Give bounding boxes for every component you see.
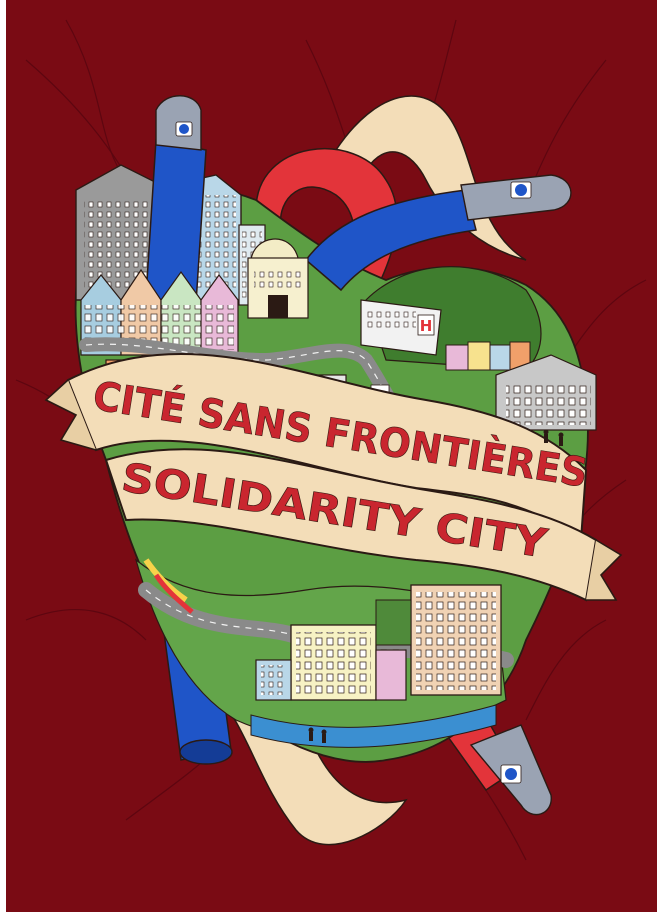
domed-building <box>247 238 309 319</box>
poster-artwork: H H <box>6 0 657 912</box>
hospital-building: H <box>360 299 442 356</box>
poster: H H <box>6 0 657 912</box>
row-houses-top <box>80 268 239 356</box>
grey-modern-building <box>495 354 597 431</box>
hospital-sign-icon <box>417 314 435 336</box>
metro-train-bottom-right <box>469 724 552 816</box>
metro-logo-icon <box>179 124 189 134</box>
metro-logo-icon <box>515 184 527 196</box>
metro-logo-icon <box>505 768 517 780</box>
people-silhouettes <box>308 429 564 743</box>
title-banner: CITÉ SANS FRONTIÈRES SOLIDARITY CITY <box>44 353 623 602</box>
metro-train-top-right <box>460 174 572 221</box>
hill-houses <box>445 341 531 371</box>
metro-train-top-left <box>155 95 202 151</box>
hospital-sign-right: H <box>420 317 433 335</box>
blue-tunnel-opening <box>179 739 233 765</box>
lower-city <box>134 558 514 748</box>
